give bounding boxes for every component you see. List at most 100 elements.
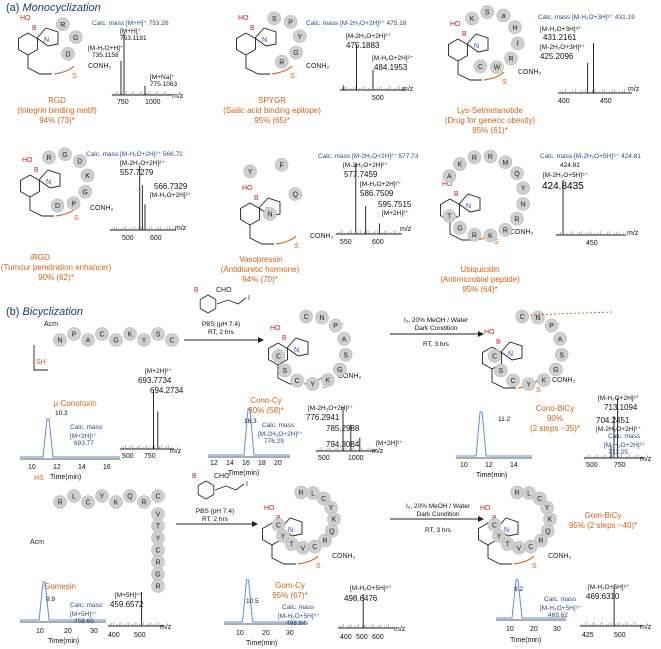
cono-bicy-calc-ion: [M-H₂O+2H]²⁺ xyxy=(604,442,646,449)
cono-bicy-n-label: N xyxy=(508,351,513,358)
gomesin-time-label: Time(min) xyxy=(48,638,80,645)
ubi-calc-mass: Calc. mass [M-2H₂O+5H]⁵⁺ 424.81 xyxy=(540,153,641,160)
gomesin-5-bead-letter: Q xyxy=(127,494,133,501)
cono-cy-rt: 16.3 xyxy=(244,418,257,425)
conotoxin-calc-ion: [M+2H]²⁺ xyxy=(70,433,97,440)
gomesin-12-bead-letter: R xyxy=(155,560,160,567)
gom-bicy-6-bead-letter: R xyxy=(538,538,543,545)
lys-6-bead-letter: W xyxy=(494,65,501,72)
lys-2-bead-letter: a xyxy=(501,13,505,20)
cono-bicy-9-bead-circle xyxy=(494,363,508,378)
rgd-name: RGD xyxy=(48,96,66,105)
cono-cy-tt-12: 12 xyxy=(210,460,218,467)
cono-bicy-6-bead-letter: K xyxy=(542,378,547,385)
conotoxin-name: μ-Conotoxin xyxy=(53,399,97,408)
rgd-peak-label: [M+H]⁺ xyxy=(120,28,141,35)
gom-cy-spectrum xyxy=(337,594,394,629)
conotoxin-sh-label: SH xyxy=(36,359,46,366)
gom-bicy-thiazolidine xyxy=(496,517,519,537)
step1-line1: PBS (pH 7.4) xyxy=(201,321,241,328)
irgd-conh2: CONH₂ xyxy=(90,205,114,212)
irgd-thiazolidine xyxy=(38,169,61,189)
spygr-peak-label: [M-2H₂O+2H]²⁺ xyxy=(346,33,391,40)
cono-bicy-3-bead: A xyxy=(553,332,567,346)
lys-benzene xyxy=(448,38,468,62)
conotoxin-7-bead-letter: S xyxy=(156,332,161,339)
ubi-calc-value: 424.81 xyxy=(560,162,580,169)
cono-bicy-8-bead-circle xyxy=(506,373,520,388)
gom-bicy-9-bead-circle xyxy=(500,537,515,551)
lys-7-bead-letter: C xyxy=(478,64,483,71)
gomesin-name: Gomesin xyxy=(43,582,76,591)
gom-cy-0-bead: R xyxy=(294,485,308,500)
vaso-3-bead: N xyxy=(263,207,277,221)
gom-step1-line1: PBS (pH 7.4) xyxy=(195,508,235,515)
gomesin-2-bead-circle xyxy=(81,495,95,509)
spygr-0-bead: S xyxy=(267,11,281,26)
ubi-0-bead-circle xyxy=(442,169,457,183)
cono-bicy-chromatogram xyxy=(456,411,532,459)
cono-cy-5-bead: G xyxy=(333,362,347,377)
gom-bicy-7-bead: C xyxy=(523,539,538,554)
cono-cy-tt-14: 14 xyxy=(226,460,234,467)
ubi-4-bead-circle xyxy=(498,155,513,169)
gomesin-peak-ion: [M+5H]⁵⁺ xyxy=(115,592,143,599)
spygr-0-bead-letter: S xyxy=(272,16,277,23)
spygr-3-bead-letter: G xyxy=(293,50,298,57)
step1-cho: CHO xyxy=(216,287,232,294)
gom-cy-0-bead-letter: R xyxy=(299,490,304,497)
lys-peak-label: [M-H₂O+3H]³⁺ xyxy=(540,26,582,33)
step1-b: B xyxy=(194,287,199,294)
rgd-1-bead: G xyxy=(68,30,83,45)
vaso-1-bead-circle xyxy=(274,157,289,172)
cono-bicy-trace xyxy=(456,411,532,457)
gomesin-8-bead: V xyxy=(151,507,165,521)
gomesin-5-bead: Q xyxy=(123,489,137,503)
cono-cy-10-bead: C xyxy=(271,349,286,363)
cono-bicy-calc-label: Calc. mass xyxy=(608,433,641,440)
gom-bicy-name: Gom-BiCy xyxy=(584,511,622,520)
cono-bicy-4-bead: S xyxy=(554,347,569,362)
vaso-ho-label: HO xyxy=(242,185,253,192)
cono-cy-3-bead: A xyxy=(337,332,351,346)
cono-bicy-tt-14: 14 xyxy=(510,462,518,469)
cono-bicy-3-bead-circle xyxy=(553,332,567,346)
ubi-yield: 95% (64)* xyxy=(462,285,498,294)
rgd-2-bead: D xyxy=(61,47,75,61)
gom-step2-line1: I₂, 20% MeOH / Water xyxy=(405,503,471,510)
gom-bicy-9-bead: T xyxy=(500,537,515,551)
gomesin-5-bead-circle xyxy=(123,489,137,503)
spygr-tick-500: 500 xyxy=(372,95,384,102)
gomesin-mz-500: 500 xyxy=(134,632,146,639)
conotoxin-mz-750: 750 xyxy=(144,453,156,460)
gom-bicy-2-bead-letter: C xyxy=(537,496,542,503)
conotoxin-1-bead-letter: P xyxy=(72,332,77,339)
step1-line2: RT, 2 hrs xyxy=(208,329,234,336)
cono-bicy-tt-12: 12 xyxy=(485,462,493,469)
gomesin-0-bead: R xyxy=(53,495,67,509)
lys-conh2: CONH₂ xyxy=(518,69,542,76)
ubi-11-bead-circle xyxy=(467,228,482,242)
step1-ring xyxy=(199,294,217,314)
cono-cy-10-bead-letter: C xyxy=(276,354,281,361)
irgd-6-bead-letter: D xyxy=(55,203,60,210)
gom-cy-4-bead: K xyxy=(327,512,341,526)
lys-3-bead-circle xyxy=(508,20,522,35)
rgd-b-label: B xyxy=(32,25,37,32)
irgd-benzene xyxy=(20,174,40,198)
ubi-name: Ubiquicidin xyxy=(460,265,500,274)
ubi-thiazolidine xyxy=(458,193,481,213)
gom-bicy-peak: 469.6310 xyxy=(586,592,620,601)
spygr-2-bead-letter: Y xyxy=(297,34,302,41)
conotoxin-8-bead-circle xyxy=(165,333,179,347)
ubi-1-bead: K xyxy=(453,157,467,171)
cono-bicy-1-bead-letter: N xyxy=(535,315,540,322)
cono-bicy-conh2: CONH₂ xyxy=(552,377,576,384)
conotoxin-6-bead: Y xyxy=(137,333,151,347)
irgd-6-bead: D xyxy=(50,198,65,213)
vaso-linker xyxy=(249,225,274,245)
spygr-0-bead-circle xyxy=(267,11,281,26)
step2-line1: I₂, 20% MeOH / Water xyxy=(403,317,469,324)
lys-1-bead-letter: S xyxy=(485,10,490,17)
